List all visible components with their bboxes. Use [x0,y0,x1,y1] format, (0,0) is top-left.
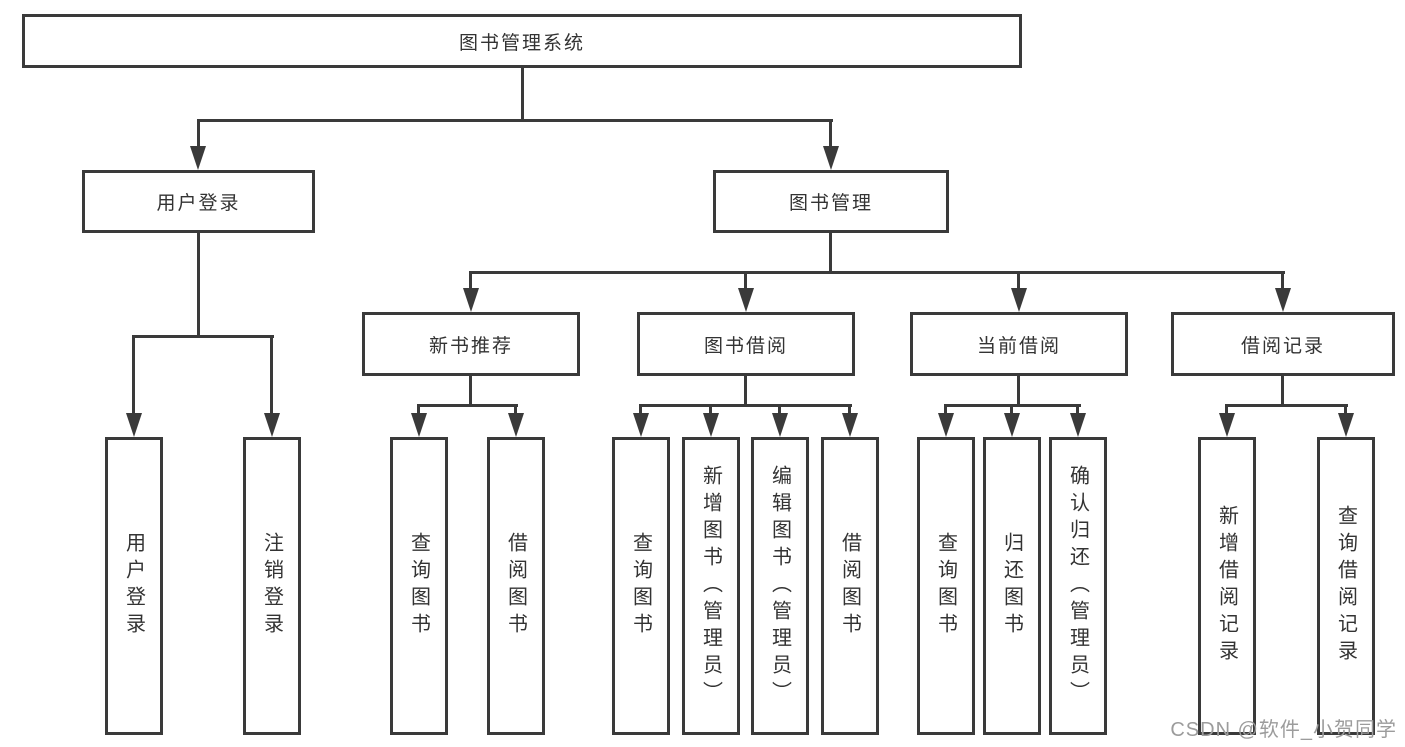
leaf-borrowing-borrow-books: 借阅图书 [821,437,879,735]
node-label: 新书推荐 [428,335,513,357]
arrow-head [738,288,754,312]
arrow-head [1011,288,1027,312]
leaf-borrowing-edit-books-admin: 编辑图书（管理员） [751,437,809,735]
connector-line [469,271,1285,274]
leaf-label: 借阅图书 [504,532,527,640]
arrow-head [1338,413,1354,437]
leaf-label: 查询图书 [934,532,957,640]
connector-line [778,404,781,416]
node-label: 图书借阅 [703,335,788,357]
node-label: 图书管理 [788,193,873,214]
connector-line [521,68,524,120]
node-label: 当前借阅 [976,335,1061,357]
connector-line [1017,271,1020,290]
connector-line [197,119,833,122]
connector-line [197,119,200,149]
arrow-head [1219,413,1235,437]
arrow-head [411,413,427,437]
arrow-head [1275,288,1291,312]
node-library-system: 图书管理系统 [22,14,1022,68]
arrow-head [190,146,206,170]
node-label: 用户登录 [156,193,241,214]
leaf-label: 归还图书 [1000,532,1023,640]
connector-line [1017,376,1020,406]
leaf-logout: 注销登录 [243,437,301,735]
leaf-records-query-record: 查询借阅记录 [1317,437,1375,735]
leaf-label: 确认归还（管理员） [1066,464,1089,708]
leaf-current-query-books: 查询图书 [917,437,975,735]
connector-line [848,404,851,416]
connector-line [469,271,472,290]
node-new-book-recommend: 新书推荐 [362,312,580,376]
connector-line [417,404,420,416]
csdn-watermark: CSDN @软件_小贺同学 [1170,719,1397,741]
leaf-label: 查询图书 [407,532,430,640]
leaf-label: 新增图书（管理员） [699,464,722,708]
leaf-records-add-record: 新增借阅记录 [1198,437,1256,735]
arrow-head [842,413,858,437]
leaf-current-return-books: 归还图书 [983,437,1041,735]
connector-line [469,376,472,406]
connector-line [744,271,747,290]
connector-line [1225,404,1228,416]
leaf-label: 查询借阅记录 [1334,505,1357,667]
node-label: 借阅记录 [1240,335,1325,357]
node-book-borrowing: 图书借阅 [637,312,855,376]
connector-line [1281,271,1284,290]
leaf-label: 编辑图书（管理员） [768,464,791,708]
arrow-head [1070,413,1086,437]
arrow-head [772,413,788,437]
connector-line [1281,376,1284,406]
connector-line [197,233,200,336]
connector-line [709,404,712,416]
connector-line [1076,404,1079,416]
arrow-head [126,413,142,437]
leaf-recommend-borrow-books: 借阅图书 [487,437,545,735]
leaf-borrowing-query-books: 查询图书 [612,437,670,735]
leaf-label: 用户登录 [122,532,145,640]
leaf-user-login: 用户登录 [105,437,163,735]
node-user-login: 用户登录 [82,170,315,233]
leaf-label: 借阅图书 [838,532,861,640]
connector-line [132,335,274,338]
node-label: 图书管理系统 [458,32,585,54]
arrow-head [703,413,719,437]
node-borrow-records: 借阅记录 [1171,312,1395,376]
connector-line [270,335,273,413]
leaf-borrowing-add-books-admin: 新增图书（管理员） [682,437,740,735]
connector-line [1010,404,1013,416]
connector-line [944,404,947,416]
connector-line [639,404,852,407]
leaf-label: 注销登录 [260,532,283,640]
connector-line [1344,404,1347,416]
arrow-head [938,413,954,437]
arrow-head [1004,413,1020,437]
connector-line [744,376,747,406]
node-book-management: 图书管理 [713,170,949,233]
leaf-label: 查询图书 [629,532,652,640]
arrow-head [823,146,839,170]
node-current-borrowing: 当前借阅 [910,312,1128,376]
leaf-recommend-query-books: 查询图书 [390,437,448,735]
connector-line [829,119,832,149]
connector-line [1225,404,1348,407]
arrow-head [264,413,280,437]
leaf-current-confirm-return-admin: 确认归还（管理员） [1049,437,1107,735]
connector-line [132,335,135,413]
connector-line [514,404,517,416]
connector-line [829,233,832,272]
connector-line [639,404,642,416]
connector-line [417,404,518,407]
arrow-head [463,288,479,312]
arrow-head [633,413,649,437]
arrow-head [508,413,524,437]
leaf-label: 新增借阅记录 [1215,505,1238,667]
